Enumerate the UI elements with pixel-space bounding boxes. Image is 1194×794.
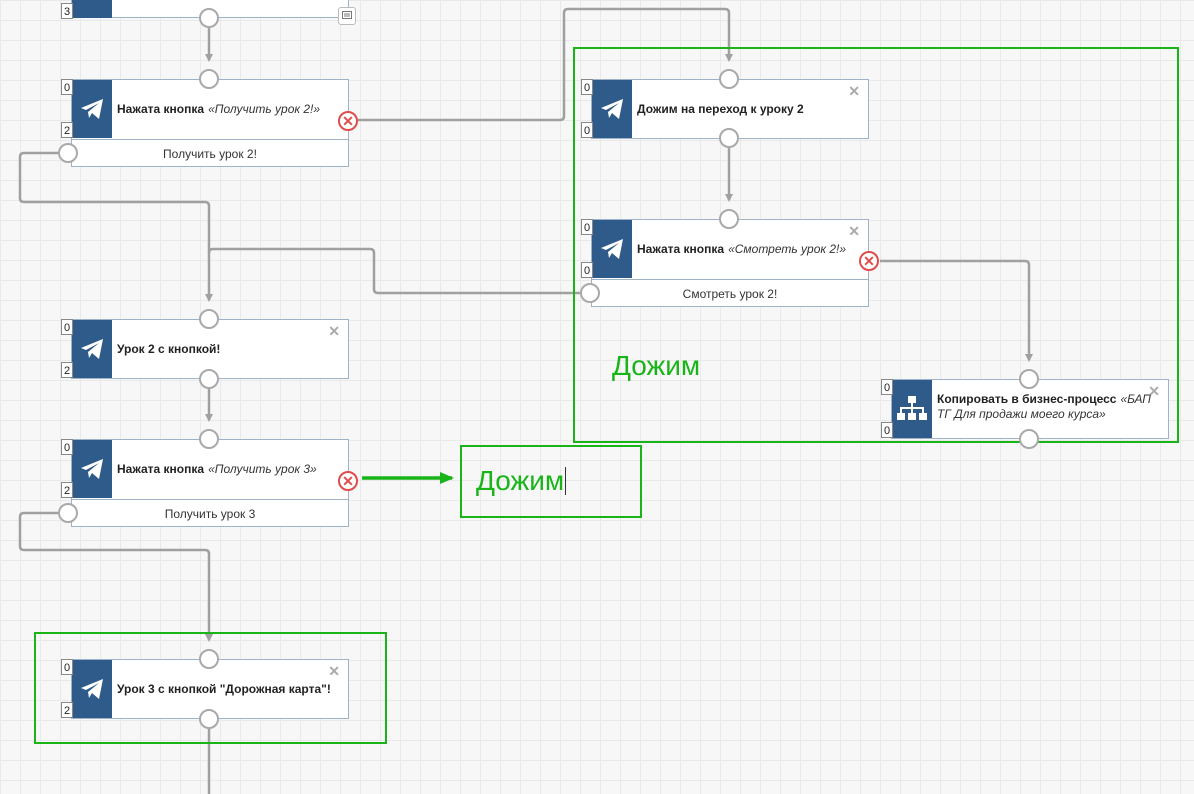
- comment-icon[interactable]: [338, 7, 356, 25]
- telegram-icon: [72, 320, 112, 378]
- node-title-text: Нажата кнопка: [117, 461, 205, 476]
- text-caret: [565, 467, 567, 495]
- output-port[interactable]: [58, 503, 78, 523]
- counter-in: 0: [881, 379, 893, 395]
- counter-out: 2: [61, 362, 73, 378]
- text-annotation-box[interactable]: Дожим: [460, 445, 642, 518]
- input-port[interactable]: [719, 209, 739, 229]
- node-lesson-3-roadmap[interactable]: Урок 3 с кнопкой "Дорожная карта"! ✕: [71, 659, 349, 719]
- node-button-row[interactable]: Получить урок 3: [72, 499, 348, 528]
- output-port[interactable]: [1019, 429, 1039, 449]
- telegram-icon: [592, 220, 632, 278]
- counter-out: 0: [581, 262, 593, 278]
- node-title: Нажата кнопка«Смотреть урок 2!»: [637, 220, 850, 278]
- input-port[interactable]: [199, 429, 219, 449]
- wire: [207, 247, 580, 295]
- input-port[interactable]: [199, 69, 219, 89]
- counter-out: 3: [61, 3, 73, 19]
- counter-in: 0: [61, 79, 73, 95]
- node-button-get-lesson-3[interactable]: Нажата кнопка«Получить урок 3» Получить …: [71, 439, 349, 527]
- wire: [18, 511, 213, 642]
- node-title: Нажата кнопка«Получить урок 3»: [117, 440, 330, 498]
- counter-in: 0: [61, 319, 73, 335]
- output-port[interactable]: [719, 128, 739, 148]
- node-button-row[interactable]: Получить урок 2!: [72, 139, 348, 168]
- wire: [18, 151, 213, 302]
- counter-in: 0: [581, 219, 593, 235]
- counter-out: 2: [61, 482, 73, 498]
- node-title: Нажата кнопка«Получить урок 2!»: [117, 80, 330, 138]
- node-title-text: Урок 3 с кнопкой "Дорожная карта"!: [117, 681, 331, 696]
- text-annotation-value: Дожим: [476, 465, 565, 496]
- close-icon[interactable]: ✕: [1148, 383, 1160, 399]
- telegram-icon: [592, 80, 632, 138]
- error-port-close-icon[interactable]: ✕: [859, 251, 879, 271]
- input-port[interactable]: [719, 69, 739, 89]
- counter-in: 0: [581, 79, 593, 95]
- node-title: Копировать в бизнес-процесс«БАП ТГ Для п…: [937, 380, 1151, 450]
- node-button-row[interactable]: Смотреть урок 2!: [592, 279, 868, 308]
- input-port[interactable]: [199, 309, 219, 329]
- counter-in: 0: [61, 439, 73, 455]
- node-title-text: Нажата кнопка: [637, 241, 725, 256]
- counter-out: 0: [881, 422, 893, 438]
- counter-out: 0: [581, 122, 593, 138]
- node-title-quote: «Получить урок 3»: [208, 461, 317, 476]
- highlight-group-lesson-3: [34, 632, 387, 744]
- input-port[interactable]: [1019, 369, 1039, 389]
- close-icon[interactable]: ✕: [328, 323, 340, 339]
- wire: [880, 259, 1033, 362]
- counter-out: 2: [61, 122, 73, 138]
- hierarchy-icon: [892, 380, 932, 438]
- error-port-close-icon[interactable]: ✕: [338, 471, 358, 491]
- close-icon[interactable]: ✕: [848, 223, 860, 239]
- telegram-icon: [72, 0, 112, 18]
- node-button-get-lesson-2[interactable]: Нажата кнопка«Получить урок 2!» Получить…: [71, 79, 349, 167]
- group-push[interactable]: [573, 47, 1179, 443]
- node-title-quote: «Смотреть урок 2!»: [728, 241, 847, 256]
- text-annotation-input[interactable]: Дожим: [476, 465, 567, 497]
- node-title-quote: «БАП ТГ Для продажи моего курса»: [937, 392, 1151, 421]
- node-title-text: Нажата кнопка: [117, 101, 205, 116]
- output-port[interactable]: [199, 369, 219, 389]
- node-title: Дожим на переход к уроку 2: [637, 80, 850, 138]
- counter-in: 0: [61, 659, 73, 675]
- telegram-icon: [72, 660, 112, 718]
- counter-out: 2: [61, 702, 73, 718]
- node-push-to-lesson-2[interactable]: Дожим на переход к уроку 2 ✕: [591, 79, 869, 139]
- node-title-text: Дожим на переход к уроку 2: [637, 101, 804, 116]
- input-port[interactable]: [199, 649, 219, 669]
- group-label: Дожим: [612, 350, 701, 381]
- wire: [358, 7, 733, 122]
- close-icon[interactable]: ✕: [328, 663, 340, 679]
- node-button-watch-lesson-2[interactable]: Нажата кнопка«Смотреть урок 2!» ✕ Смотре…: [591, 219, 869, 307]
- output-port[interactable]: [58, 143, 78, 163]
- output-port[interactable]: [199, 8, 219, 28]
- close-icon[interactable]: ✕: [848, 83, 860, 99]
- node-title: Урок 3 с кнопкой "Дорожная карта"!: [117, 660, 331, 718]
- node-title-text: Урок 2 с кнопкой!: [117, 341, 221, 356]
- node-title-quote: «Получить урок 2!»: [208, 101, 321, 116]
- node-title-text: Копировать в бизнес-процесс: [937, 392, 1117, 406]
- output-port[interactable]: [580, 283, 600, 303]
- telegram-icon: [72, 440, 112, 498]
- telegram-icon: [72, 80, 112, 138]
- error-port-close-icon[interactable]: ✕: [338, 111, 358, 131]
- output-port[interactable]: [199, 709, 219, 729]
- node-title: Урок 2 с кнопкой!: [117, 320, 330, 378]
